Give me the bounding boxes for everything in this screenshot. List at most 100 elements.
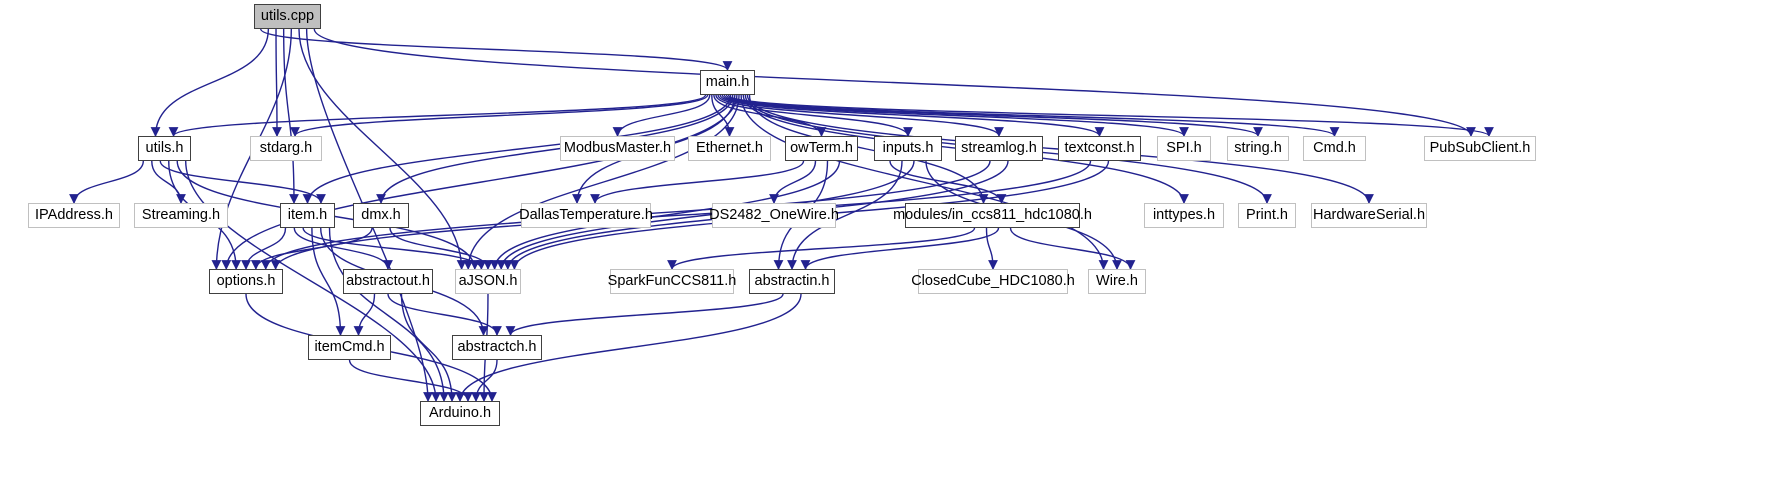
- graph-edge-utils-cpp-to-main-h: [260, 28, 733, 71]
- graph-edge-utils-cpp-to-stdarg-h: [272, 28, 282, 137]
- graph-node-abstractch-h[interactable]: abstractch.h: [452, 335, 542, 360]
- graph-node-spi-h[interactable]: SPI.h: [1157, 136, 1211, 161]
- graph-node-streaming-h[interactable]: Streaming.h: [134, 203, 228, 228]
- graph-node-cmd-h[interactable]: Cmd.h: [1303, 136, 1366, 161]
- graph-node-modules-h[interactable]: modules/in_ccs811_hdc1080.h: [893, 203, 1092, 228]
- graph-edge-item-h-to-options-h: [241, 227, 287, 270]
- graph-edge-utils-h-to-streaming-h: [151, 160, 186, 204]
- graph-edge-main-h-to-ethernet-h: [711, 94, 735, 137]
- graph-edge-main-h-to-pubsubclient-h: [727, 94, 1494, 137]
- graph-edge-abstractch-h-to-arduino-h: [471, 359, 498, 402]
- graph-edge-abstractout-h-to-itemcmd-h: [353, 293, 376, 336]
- graph-node-modbusmaster-h[interactable]: ModbusMaster.h: [560, 136, 675, 161]
- graph-node-pubsubclient-h[interactable]: PubSubClient.h: [1424, 136, 1536, 161]
- graph-edge-main-h-to-wire-h: [740, 94, 1109, 270]
- graph-edge-main-h-to-streamlog-h: [717, 94, 1004, 137]
- graph-node-options-h[interactable]: options.h: [209, 269, 283, 294]
- graph-node-stdarg-h[interactable]: stdarg.h: [250, 136, 322, 161]
- graph-node-label: Arduino.h: [428, 405, 492, 422]
- graph-edge-main-h-to-inputs-h: [715, 94, 913, 137]
- graph-node-textconst-h[interactable]: textconst.h: [1058, 136, 1141, 161]
- graph-node-label: utils.h: [145, 140, 184, 157]
- graph-edge-main-h-to-ajson-h: [463, 94, 740, 270]
- graph-node-label: HardwareSerial.h: [1312, 207, 1426, 224]
- graph-edge-owterm-h-to-ajson-h: [489, 160, 841, 270]
- graph-edge-abstractin-h-to-arduino-h: [455, 293, 802, 402]
- graph-edge-main-h-to-stdarg-h: [290, 94, 709, 137]
- graph-node-ds2482-h[interactable]: DS2482_OneWire.h: [709, 203, 839, 228]
- graph-edge-utils-h-to-arduino-h: [185, 160, 441, 402]
- graph-edge-itemcmd-h-to-arduino-h: [348, 359, 473, 402]
- graph-node-label: utils.cpp: [260, 8, 315, 25]
- graph-node-label: ModbusMaster.h: [563, 140, 672, 157]
- graph-node-label: item.h: [287, 207, 328, 224]
- graph-node-print-h[interactable]: Print.h: [1238, 203, 1296, 228]
- graph-node-sparkfun-h[interactable]: SparkFunCCS811.h: [607, 269, 737, 294]
- graph-node-hwserial-h[interactable]: HardwareSerial.h: [1311, 203, 1427, 228]
- graph-node-label: itemCmd.h: [314, 339, 385, 356]
- graph-edge-utils-cpp-to-utils-h: [150, 28, 270, 137]
- graph-node-label: abstractin.h: [754, 273, 830, 290]
- graph-node-item-h[interactable]: item.h: [280, 203, 335, 228]
- graph-node-label: abstractch.h: [457, 339, 537, 356]
- graph-node-itemcmd-h[interactable]: itemCmd.h: [308, 335, 391, 360]
- graph-node-inttypes-h[interactable]: inttypes.h: [1144, 203, 1224, 228]
- graph-edge-main-h-to-modules-h: [748, 94, 989, 204]
- graph-edge-modules-h-to-sparkfun-h: [667, 227, 976, 270]
- graph-node-label: abstractout.h: [346, 273, 430, 290]
- graph-edge-main-h-to-cmd-h: [725, 94, 1340, 137]
- graph-node-label: SparkFunCCS811.h: [607, 273, 737, 290]
- graph-edge-main-h-to-options-h: [221, 94, 738, 270]
- graph-node-string-h[interactable]: string.h: [1227, 136, 1289, 161]
- graph-edge-abstractout-h-to-abstractch-h: [387, 293, 502, 336]
- graph-node-ipaddress-h[interactable]: IPAddress.h: [28, 203, 120, 228]
- graph-node-utils-cpp[interactable]: utils.cpp: [254, 4, 321, 29]
- graph-node-label: inttypes.h: [1152, 207, 1216, 224]
- graph-node-streamlog-h[interactable]: streamlog.h: [955, 136, 1043, 161]
- graph-edge-utils-cpp-to-item-h: [282, 28, 299, 204]
- graph-node-arduino-h[interactable]: Arduino.h: [420, 401, 500, 426]
- graph-node-label: owTerm.h: [790, 140, 853, 157]
- graph-edge-main-h-to-dmx-h: [376, 94, 734, 204]
- graph-node-owterm-h[interactable]: owTerm.h: [785, 136, 858, 161]
- graph-edge-textconst-h-to-options-h: [270, 160, 1092, 270]
- graph-node-label: stdarg.h: [259, 140, 313, 157]
- graph-node-label: dmx.h: [361, 207, 401, 224]
- graph-node-dallas-h[interactable]: DallasTemperature.h: [519, 203, 653, 228]
- graph-node-main-h[interactable]: main.h: [700, 70, 755, 95]
- graph-node-label: textconst.h: [1064, 140, 1135, 157]
- graph-node-utils-h[interactable]: utils.h: [138, 136, 191, 161]
- graph-edge-utils-cpp-to-ajson-h: [298, 28, 467, 270]
- graph-edge-modules-h-to-closedcube-h: [985, 227, 998, 270]
- graph-node-ajson-h[interactable]: aJSON.h: [455, 269, 521, 294]
- graph-node-abstractin-h[interactable]: abstractin.h: [749, 269, 835, 294]
- graph-node-label: Ethernet.h: [696, 140, 763, 157]
- graph-node-label: Cmd.h: [1313, 140, 1356, 157]
- graph-node-label: string.h: [1234, 140, 1282, 157]
- graph-node-inputs-h[interactable]: inputs.h: [874, 136, 942, 161]
- graph-node-label: streamlog.h: [961, 140, 1037, 157]
- graph-node-abstractout-h[interactable]: abstractout.h: [343, 269, 433, 294]
- graph-edge-abstractin-h-to-abstractch-h: [505, 293, 784, 336]
- graph-edge-inputs-h-to-modules-h: [889, 160, 1007, 204]
- graph-node-wire-h[interactable]: Wire.h: [1088, 269, 1146, 294]
- graph-node-label: IPAddress.h: [35, 207, 113, 224]
- graph-node-dmx-h[interactable]: dmx.h: [353, 203, 409, 228]
- graph-node-closedcube-h[interactable]: ClosedCube_HDC1080.h: [911, 269, 1075, 294]
- graph-edge-abstractout-h-to-arduino-h: [400, 293, 457, 402]
- graph-edge-item-h-to-ajson-h: [302, 227, 487, 270]
- graph-edge-owterm-h-to-ds2482-h: [769, 160, 817, 204]
- graph-node-label: options.h: [216, 273, 276, 290]
- graph-node-ethernet-h[interactable]: Ethernet.h: [688, 136, 771, 161]
- graph-edge-utils-h-to-item-h: [159, 160, 326, 204]
- graph-node-label: SPI.h: [1166, 140, 1202, 157]
- graph-edge-utils-h-to-ipaddress-h: [69, 160, 144, 204]
- graph-node-label: main.h: [705, 74, 750, 91]
- graph-edge-utils-cpp-to-pubsubclient-h: [313, 28, 1476, 137]
- graph-node-label: Wire.h: [1096, 273, 1138, 290]
- graph-edge-modules-h-to-wire-h: [1009, 227, 1136, 270]
- graph-edge-dmx-h-to-ajson-h: [389, 227, 493, 270]
- graph-node-label: PubSubClient.h: [1429, 140, 1531, 157]
